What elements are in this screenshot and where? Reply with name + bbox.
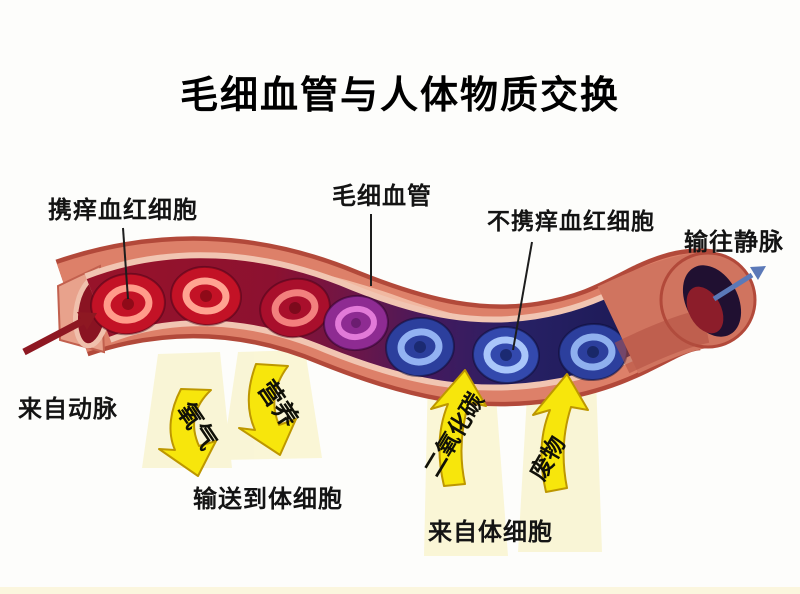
blue-blood-cell-3 bbox=[558, 322, 628, 382]
artery-flow-arrow bbox=[22, 312, 97, 356]
label-capillary: 毛细血管 bbox=[332, 182, 432, 210]
vessel-right-end bbox=[597, 251, 757, 374]
nutrients-arrow bbox=[238, 363, 297, 456]
diagram-title: 毛细血管与人体物质交换 bbox=[179, 73, 620, 117]
label-deoxygenated-rbc: 不携痒血红细胞 bbox=[487, 209, 655, 235]
leader-line-deoxy-rbc bbox=[512, 241, 533, 351]
red-blood-cell-3 bbox=[259, 277, 331, 339]
label-to-vein: 输往静脉 bbox=[684, 228, 784, 256]
leader-line-oxy-rbc bbox=[122, 227, 129, 300]
label-to-body-cells: 输送到体细胞 bbox=[193, 485, 343, 513]
leader-lines bbox=[122, 214, 533, 351]
oxygen-arrow bbox=[158, 388, 217, 477]
blood-cells bbox=[90, 265, 628, 385]
bottom-edge-strip bbox=[0, 587, 800, 594]
red-blood-cell-1 bbox=[90, 272, 166, 336]
red-blood-cell-2 bbox=[170, 265, 242, 327]
exchange-arrows bbox=[158, 363, 589, 493]
co2-arrow bbox=[430, 369, 487, 487]
waste-arrow bbox=[532, 373, 589, 493]
blue-blood-cell-2 bbox=[472, 325, 540, 385]
blue-blood-cell-1 bbox=[385, 316, 455, 378]
label-from-artery: 来自动脉 bbox=[18, 395, 118, 423]
label-from-body-cells: 来自体细胞 bbox=[428, 518, 553, 546]
purple-blood-cell bbox=[323, 294, 389, 352]
label-oxygenated-rbc: 携痒血红细胞 bbox=[48, 196, 198, 224]
vein-flow-arrow bbox=[712, 266, 766, 302]
